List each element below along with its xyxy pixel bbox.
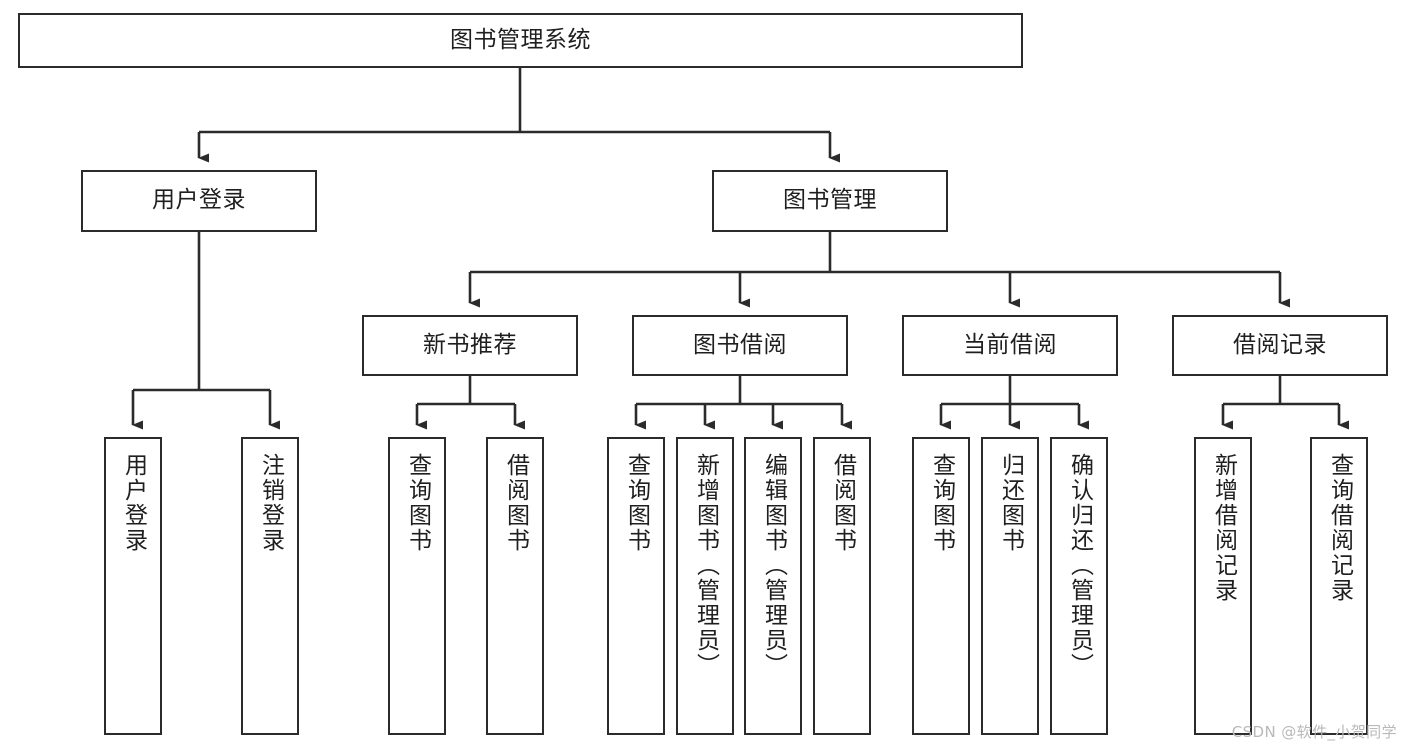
node-label: 用户登录 bbox=[152, 187, 246, 214]
node-label: 查询图书 bbox=[928, 453, 955, 553]
leaf-logout[interactable]: 注销登录 bbox=[241, 437, 299, 735]
node-current-borrow[interactable]: 当前借阅 bbox=[902, 315, 1118, 376]
node-label: 图书管理系统 bbox=[450, 26, 591, 53]
leaf-confirm-return-admin[interactable]: 确认归还（管理员） bbox=[1050, 437, 1108, 735]
node-label: 借阅记录 bbox=[1233, 331, 1327, 358]
leaf-query-book-current[interactable]: 查询图书 bbox=[912, 437, 970, 735]
node-label: 注销登录 bbox=[257, 453, 284, 553]
node-user-login[interactable]: 用户登录 bbox=[81, 170, 317, 232]
node-label: 当前借阅 bbox=[963, 331, 1057, 358]
leaf-query-book-borrow[interactable]: 查询图书 bbox=[607, 437, 665, 735]
node-label: 查询借阅记录 bbox=[1326, 453, 1353, 603]
node-root-system[interactable]: 图书管理系统 bbox=[18, 13, 1023, 68]
node-label: 查询图书 bbox=[404, 453, 431, 553]
leaf-borrow-book-recommend[interactable]: 借阅图书 bbox=[486, 437, 544, 735]
leaf-add-borrow-record[interactable]: 新增借阅记录 bbox=[1194, 437, 1252, 735]
node-label: 用户登录 bbox=[120, 453, 147, 553]
node-label: 归还图书 bbox=[997, 453, 1024, 553]
leaf-borrow-book[interactable]: 借阅图书 bbox=[813, 437, 871, 735]
node-new-book-recommend[interactable]: 新书推荐 bbox=[362, 315, 578, 376]
node-label: 借阅图书 bbox=[829, 453, 856, 553]
node-label: 编辑图书（管理员） bbox=[760, 453, 787, 678]
node-label: 图书管理 bbox=[783, 187, 877, 214]
leaf-query-book-recommend[interactable]: 查询图书 bbox=[388, 437, 446, 735]
node-label: 新书推荐 bbox=[423, 331, 517, 358]
leaf-add-book-admin[interactable]: 新增图书（管理员） bbox=[676, 437, 734, 735]
leaf-edit-book-admin[interactable]: 编辑图书（管理员） bbox=[744, 437, 802, 735]
leaf-user-login[interactable]: 用户登录 bbox=[104, 437, 162, 735]
leaf-query-borrow-record[interactable]: 查询借阅记录 bbox=[1310, 437, 1368, 735]
node-label: 图书借阅 bbox=[693, 331, 787, 358]
node-book-borrow[interactable]: 图书借阅 bbox=[632, 315, 848, 376]
leaf-return-book[interactable]: 归还图书 bbox=[981, 437, 1039, 735]
node-label: 新增图书（管理员） bbox=[692, 453, 719, 678]
node-label: 新增借阅记录 bbox=[1210, 453, 1237, 603]
node-label: 借阅图书 bbox=[502, 453, 529, 553]
node-book-management[interactable]: 图书管理 bbox=[712, 170, 948, 232]
node-label: 查询图书 bbox=[623, 453, 650, 553]
node-borrow-record[interactable]: 借阅记录 bbox=[1172, 315, 1388, 376]
node-label: 确认归还（管理员） bbox=[1066, 453, 1093, 678]
